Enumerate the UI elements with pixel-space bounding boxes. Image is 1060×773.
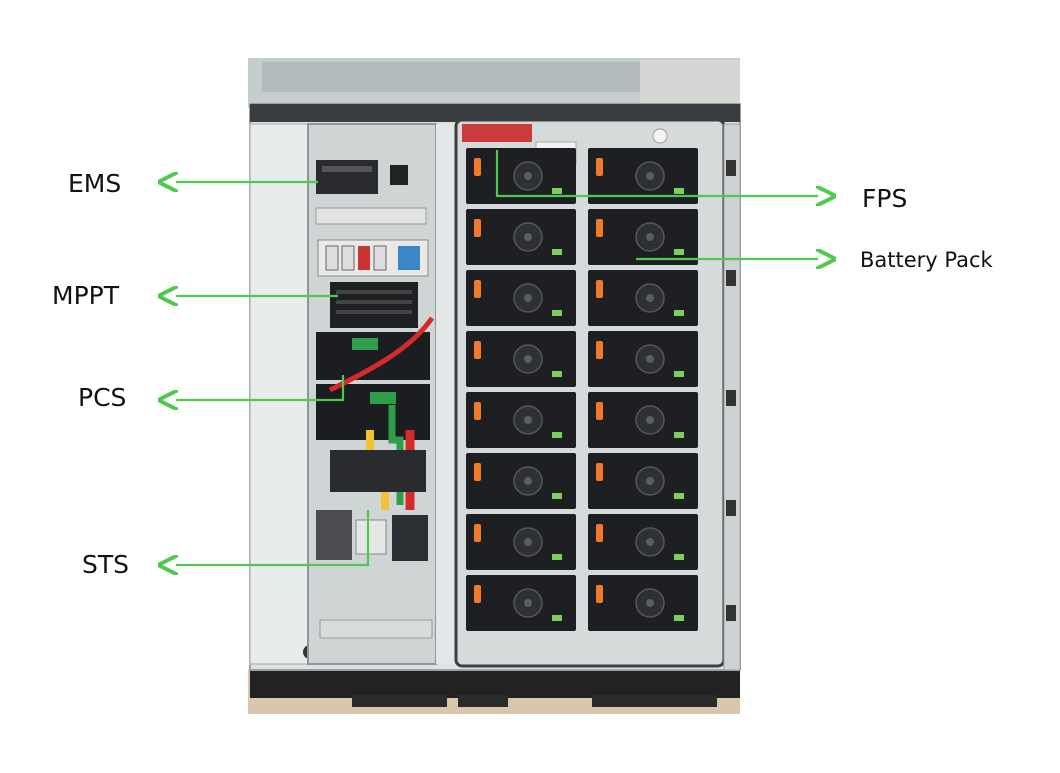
label-sts: STS [82, 550, 130, 579]
cabinet-photo [248, 58, 741, 714]
battery-module [466, 270, 576, 326]
fps-arrow [495, 150, 818, 196]
battery-module [588, 575, 698, 631]
battery-module [466, 453, 576, 509]
battery-module [466, 148, 576, 204]
label-pcs: PCS [78, 383, 127, 412]
battery-module [466, 331, 576, 387]
mppt-unit [330, 282, 418, 328]
label-mppt: MPPT [52, 281, 119, 310]
battery-module [466, 575, 576, 631]
label-fps: FPS [862, 184, 908, 213]
battery-module [466, 392, 576, 448]
battery-module [588, 453, 698, 509]
ems-unit [316, 160, 378, 194]
label-ems: EMS [68, 169, 122, 198]
label-battery-pack: Battery Pack [860, 248, 993, 272]
cabinet-base [250, 668, 740, 698]
fps-unit [462, 124, 532, 142]
sts-arrow [176, 510, 370, 565]
battery-module [588, 331, 698, 387]
left-door [249, 123, 309, 665]
battery-module [588, 514, 698, 570]
callout-arrows [176, 150, 818, 565]
sts-unit [316, 510, 352, 560]
pcs-arrow [176, 375, 345, 400]
battery-module [588, 209, 698, 265]
battery-module [588, 148, 698, 204]
battery-module [588, 270, 698, 326]
battery-module [588, 392, 698, 448]
battery-grid [466, 148, 698, 631]
battery-module [466, 514, 576, 570]
battery-module [466, 209, 576, 265]
